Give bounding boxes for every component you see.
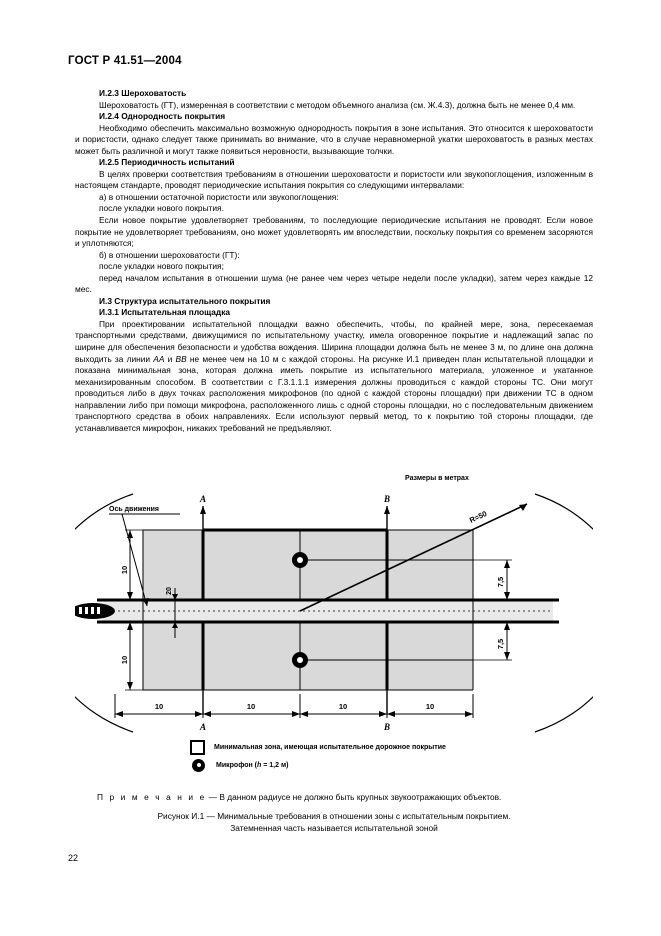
axis-leader-arrow (142, 598, 149, 606)
label-line-a-bottom: A (199, 722, 206, 732)
heading-i-3-1: И.3.1 Испытательная площадка (99, 307, 231, 318)
radius-arc-right (534, 493, 593, 733)
label-dim-vertical-top: 10 (120, 566, 129, 574)
vehicle-icon (75, 603, 115, 619)
figure-caption-line-2: Затемненная часть называется испытательн… (230, 822, 438, 833)
figure-legend: Минимальная зона, имеющая испытательное … (190, 738, 446, 774)
figure-note: П р и м е ч а н и е — В данном радиусе н… (97, 792, 577, 804)
label-dim-right-bottom: 7,5 (496, 639, 505, 649)
legend-mic-height-symbol: h (257, 761, 262, 769)
legend-item-microphone: Микрофон (h = 1,2 м) (190, 756, 446, 774)
legend-item-zone: Минимальная зона, имеющая испытательное … (190, 738, 446, 756)
construction-lines (103, 529, 553, 691)
radius-leader-arrow (519, 504, 527, 511)
heading-i-2-3: И.2.3 Шероховатость (99, 88, 187, 98)
list-item-b: б) в отношении шероховатости (ГТ): (99, 249, 240, 260)
label-line-a-top: A (199, 494, 206, 504)
figure-i-1: Размеры в метрах (75, 470, 593, 780)
heading-i-3: И.3 Структура испытательного покрытия (99, 295, 271, 306)
dim-right-bottom-arrows (504, 622, 510, 660)
paragraph-i-3-1: При проектировании испытательной площадк… (75, 319, 593, 434)
test-surface-outline (97, 528, 559, 690)
dim-vertical-top (125, 529, 207, 600)
paragraph-i-2-5: В целях проверки соответствия требования… (75, 168, 593, 191)
label-dim-bottom-3: 10 (339, 702, 347, 711)
square-swatch-icon (190, 739, 205, 755)
dim-vertical-bottom-arrows (127, 622, 133, 690)
legend-item-microphone-label: Микрофон (h = 1,2 м) (216, 761, 289, 769)
label-axis-of-motion: Ось движения (109, 506, 159, 513)
dim-vertical-top-arrows (127, 530, 133, 600)
heading-i-2-4: И.2.4 Однородность покрытия (99, 111, 226, 122)
section-marker-arrows (200, 506, 390, 514)
label-dim-right-top: 7,5 (496, 577, 505, 587)
list-item-b-sub-1: после укладки нового покрытия; (99, 261, 224, 272)
label-dim-vertical-bottom: 10 (120, 656, 129, 664)
label-radius: R=50 (468, 509, 488, 525)
figure-units-label: Размеры в метрах (405, 475, 469, 482)
radius-arc-left (75, 493, 134, 733)
paragraph-i-3-1-part-2: не менее чем на 10 м с каждой стороны. Н… (75, 353, 593, 433)
figure-note-text: В данном радиусе не должно быть крупных … (219, 792, 502, 802)
dim-lane-width-arrows (172, 594, 178, 628)
dim-bottom-chain-arrows (115, 711, 473, 717)
list-item-a-sub-2: Если новое покрытие удовлетворяет требов… (75, 215, 593, 249)
figure-caption-line-1: Рисунок И.1 — Минимальные требования в о… (157, 811, 511, 821)
label-dim-bottom-2: 10 (247, 702, 255, 711)
label-dim-bottom-1: 10 (155, 702, 163, 711)
figure-note-label: П р и м е ч а н и е (97, 792, 207, 802)
radius-leader (299, 503, 528, 612)
axis-leader (109, 513, 180, 607)
microphone-icon (192, 758, 205, 772)
list-item-a-sub-1: после укладки нового покрытия. (99, 203, 224, 214)
page-number: 22 (68, 853, 79, 863)
figure-note-dash: — (206, 792, 220, 802)
dim-right-top-arrows (504, 560, 510, 600)
figure-caption: Рисунок И.1 — Минимальные требования в о… (75, 811, 593, 834)
label-line-b-top: B (383, 494, 390, 504)
arrow-b-top (384, 506, 390, 514)
label-dim-bottom-4: 10 (426, 702, 434, 711)
figure-i-1-drawing: A B A B (75, 493, 593, 733)
document-header: ГОСТ Р 41.51—2004 (68, 55, 182, 67)
document-body: И.2.3 Шероховатость Шероховатость (ГТ), … (75, 88, 593, 434)
list-item-a: а) в отношении остаточной пористости или… (99, 191, 339, 202)
dim-vertical-bottom (125, 622, 207, 691)
paragraph-i-3-1-conj: и (164, 353, 176, 364)
paragraph-i-2-3: Шероховатость (ГТ), измеренная в соответ… (99, 99, 576, 110)
heading-i-2-5: И.2.5 Периодичность испытаний (99, 157, 235, 168)
microphone-icon-bottom (292, 652, 308, 668)
line-label-aa: АА (153, 353, 165, 364)
radius-arc-group (75, 493, 593, 733)
legend-item-zone-label: Минимальная зона, имеющая испытательное … (214, 743, 446, 751)
list-item-b-sub-2: перед началом испытания в отношении шума… (75, 272, 593, 295)
line-label-bb: ВВ (175, 353, 187, 364)
paragraph-i-2-4: Необходимо обеспечить максимально возмож… (75, 122, 593, 156)
arrow-a-top (200, 506, 206, 514)
paragraph-i-3-1-part-1: При проектировании испытательной площадк… (75, 318, 593, 364)
label-dim-lane-width: 20 (166, 587, 173, 595)
label-line-b-bottom: B (383, 722, 390, 732)
microphone-icon-top (292, 552, 308, 568)
